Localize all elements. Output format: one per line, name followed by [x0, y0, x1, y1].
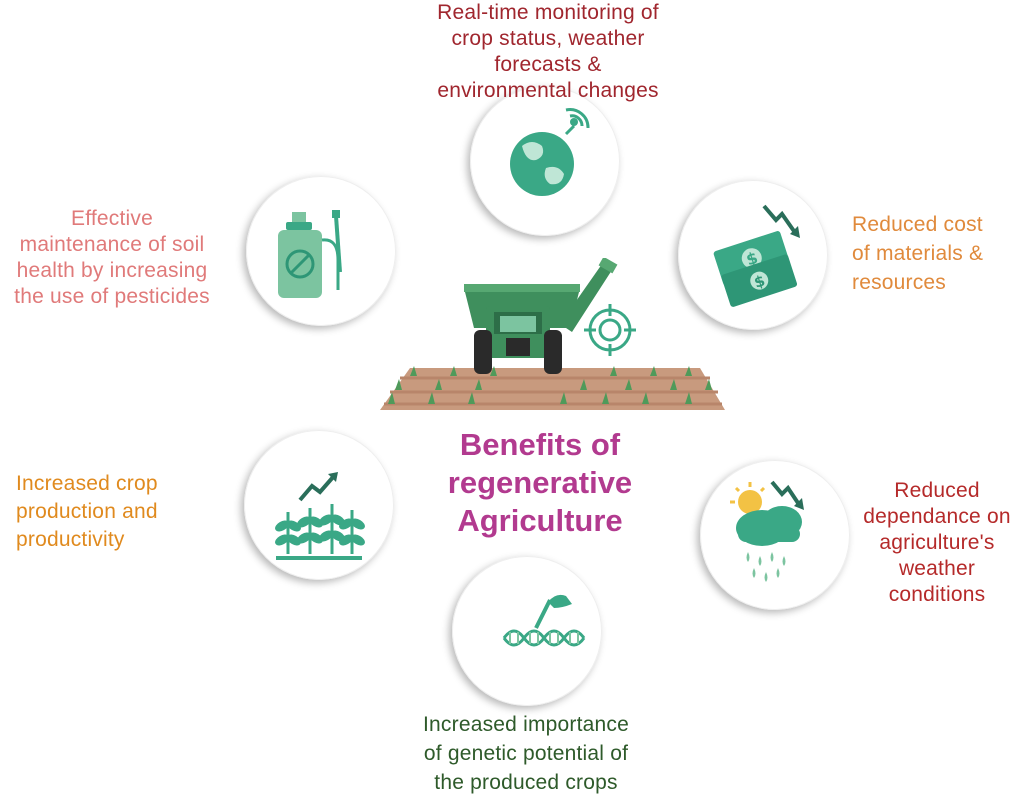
- soil-circle: [246, 176, 396, 326]
- globe-satellite-icon: [510, 108, 590, 196]
- diagram-title: Benefits of regenerative Agriculture: [447, 427, 633, 538]
- pesticide-sprayer-icon: [278, 210, 342, 298]
- weather-circle: [700, 460, 850, 610]
- benefit-soil-text: Effective maintenance of soil health by …: [14, 207, 210, 308]
- benefit-cost-text: Reduced cost of materials & resources: [852, 213, 984, 294]
- benefit-production-text: Increased crop production and productivi…: [16, 472, 158, 551]
- genetic-circle: [452, 556, 602, 706]
- monitoring-circle: [470, 86, 620, 236]
- benefit-genetic-text: Increased importance of genetic potentia…: [423, 713, 629, 794]
- dna-icon: [502, 594, 586, 647]
- cost-circle: $ $: [678, 180, 828, 330]
- tractor-field-illustration: [380, 258, 725, 410]
- money-down-icon: $ $: [713, 204, 800, 307]
- production-circle: [244, 430, 394, 580]
- benefit-weather-text: Reduced dependance on agriculture's weat…: [863, 479, 1011, 606]
- weather-cloud-icon: [730, 480, 804, 582]
- crop-growth-icon: [275, 472, 365, 560]
- benefit-monitoring-text: Real-time monitoring of crop status, wea…: [437, 1, 659, 102]
